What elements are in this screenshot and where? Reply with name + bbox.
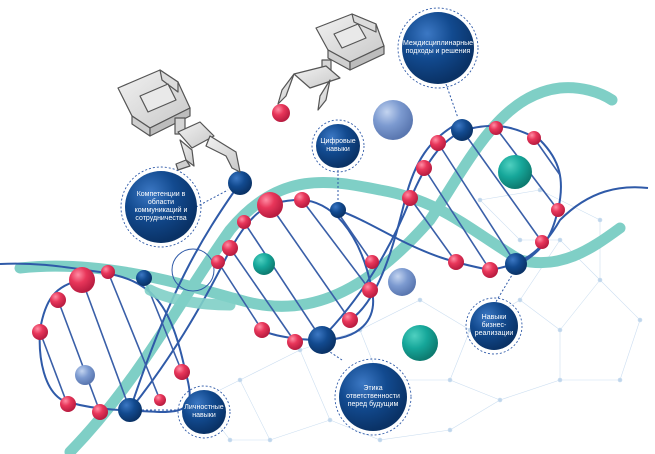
teal-sphere: [402, 325, 438, 361]
dna-strand-e: [129, 182, 241, 411]
lavender-sphere: [75, 365, 95, 385]
robotic-gripper-icon: [277, 13, 385, 111]
red-nodes: [32, 104, 565, 420]
lavender-sphere: [388, 268, 416, 296]
ribbon: [144, 284, 236, 311]
label-connectors: [142, 83, 513, 411]
robotic-gripper-icon: [117, 69, 241, 173]
teal-sphere: [253, 253, 275, 275]
teal-sphere: [498, 155, 532, 189]
outline-circle: [171, 248, 215, 292]
ribbon: [64, 176, 626, 454]
blue-nodes: [118, 119, 527, 422]
label-circles: [125, 12, 518, 434]
lavender-sphere: [373, 100, 413, 140]
label-rings: [120, 7, 523, 439]
